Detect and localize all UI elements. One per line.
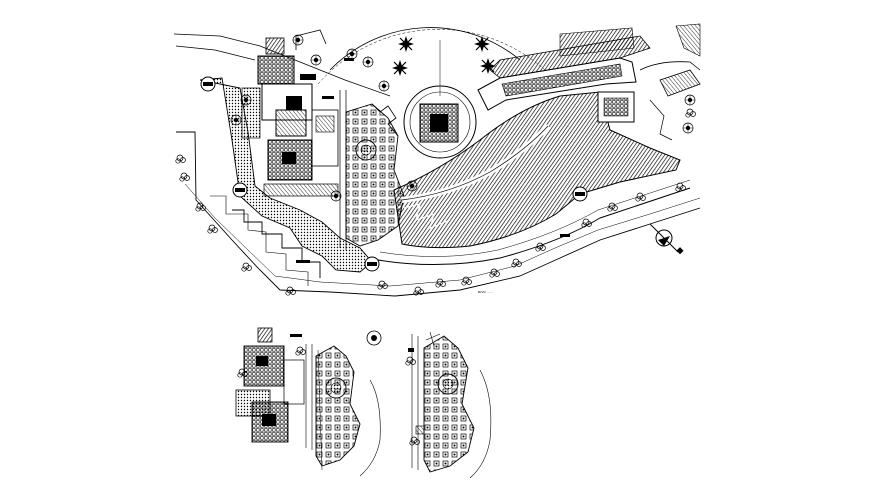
building-complex — [241, 29, 339, 197]
street-label: BLVD ........ — [478, 290, 493, 294]
north-arrow-icon — [649, 223, 684, 255]
hatched-curve — [393, 91, 681, 249]
site-plan: BLVD ........ — [173, 23, 701, 297]
palm-trees — [391, 35, 497, 77]
detail-plan-right — [405, 331, 492, 479]
seating-plaza — [345, 103, 405, 247]
road-edge — [176, 131, 701, 297]
road-edge-inner — [184, 183, 701, 287]
plaza-arc — [329, 27, 521, 71]
curved-road — [377, 187, 691, 266]
round-markers — [200, 76, 588, 272]
detail-plan-left — [235, 327, 382, 477]
central-fountain — [403, 85, 477, 159]
